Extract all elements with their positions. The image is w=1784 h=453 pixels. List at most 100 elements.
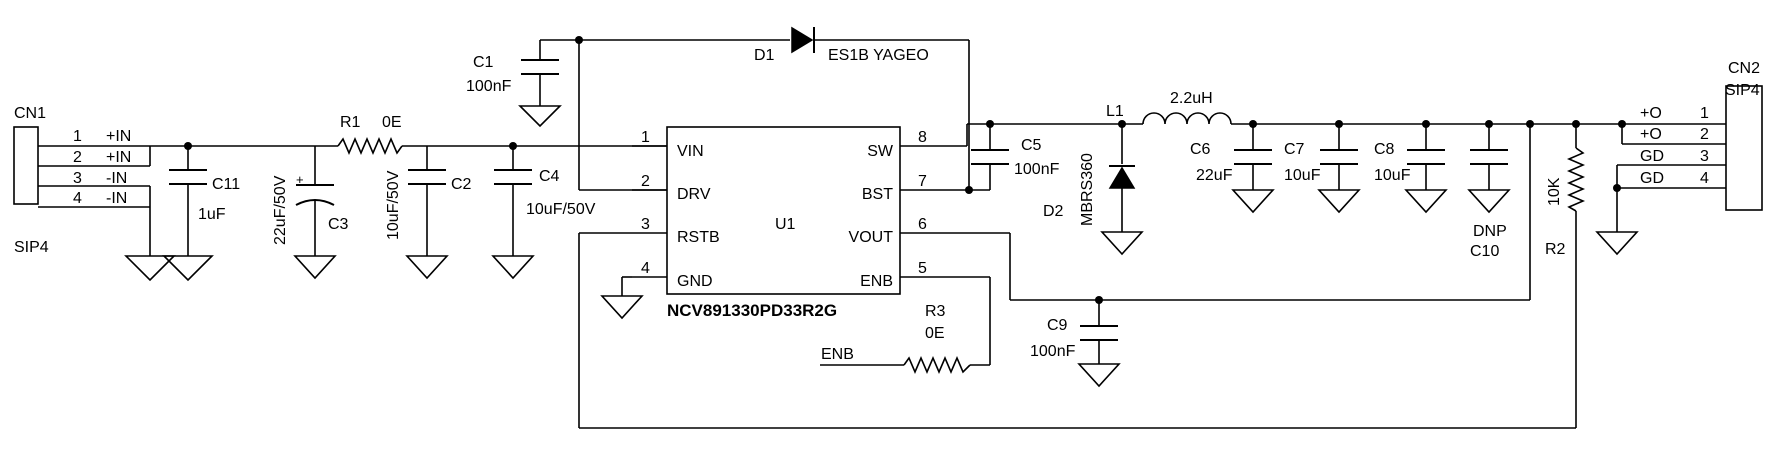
r2-value: 10K	[1546, 177, 1563, 206]
ground-symbol	[1595, 231, 1639, 256]
u1-pin-6-num: 6	[918, 216, 927, 233]
r2-ref: R2	[1545, 241, 1566, 258]
resistor-r2: 10K R2	[1545, 147, 1586, 258]
u1-pin-2-name: DRV	[677, 186, 711, 203]
u1-ref: U1	[775, 216, 796, 233]
c3-value: 22uF/50V	[272, 175, 289, 245]
u1-pin-7-num: 7	[918, 173, 927, 190]
u1-pin-8-num: 8	[918, 129, 927, 146]
l1-value: 2.2uH	[1170, 90, 1213, 107]
ground-symbol	[1467, 189, 1511, 214]
cn1-type: SIP4	[14, 239, 49, 256]
resistor-r1: R1 0E	[337, 114, 403, 156]
c5-value: 100nF	[1014, 161, 1060, 178]
c5-ref: C5	[1021, 137, 1042, 154]
ground-symbol	[518, 105, 562, 128]
capacitor-c3: + C3 22uF/50V	[272, 172, 349, 245]
cn2-net-2: +O	[1640, 126, 1662, 143]
c7-ref: C7	[1284, 141, 1305, 158]
cn1-net-2: +IN	[106, 149, 131, 166]
cn1-connector: CN1 SIP4 1 2 3 4 +IN +IN -IN -IN	[13, 105, 151, 256]
d2-value: MBRS360	[1079, 153, 1096, 226]
vout-rail	[1231, 120, 1626, 190]
c2-value: 10uF/50V	[385, 170, 402, 240]
d1-ref: D1	[754, 47, 775, 64]
capacitor-c6: C6 22uF	[1190, 141, 1272, 184]
u1-pin-8-name: SW	[867, 143, 894, 160]
ground-symbol	[491, 255, 535, 280]
u1-pin-5-num: 5	[918, 260, 927, 277]
ground-symbol	[1077, 363, 1121, 388]
c11-value: 1uF	[198, 206, 226, 223]
ground-symbol	[1317, 189, 1361, 214]
ground-symbol	[162, 255, 214, 282]
c4-ref: C4	[539, 168, 560, 185]
u1-pin-5-name: ENB	[860, 273, 893, 290]
capacitor-c1: C1 100nF	[466, 54, 559, 95]
cn1-net-1: +IN	[106, 128, 131, 145]
cn2-pin-3: 3	[1700, 148, 1709, 165]
capacitor-c4: C4 10uF/50V	[494, 168, 596, 218]
cn1-pin-2: 2	[73, 149, 82, 166]
ground-symbol	[124, 255, 176, 282]
c1-ref: C1	[473, 54, 494, 71]
c3-polarity: +	[296, 172, 304, 187]
capacitor-c5: C5 100nF	[971, 137, 1060, 178]
cn2-type: SIP4	[1725, 82, 1760, 99]
u1-pin-3-name: RSTB	[677, 229, 720, 246]
r3-value: 0E	[925, 325, 945, 342]
diode-d2: MBRS360 D2	[1043, 153, 1136, 226]
cn2-pin-1: 1	[1700, 105, 1709, 122]
c11-ref: C11	[212, 176, 240, 193]
inductor-l1: L1 2.2uH	[1106, 90, 1232, 125]
u1-gnd-net	[621, 276, 632, 296]
capacitor-c10: DNP C10	[1470, 149, 1508, 260]
enb-net	[820, 276, 991, 366]
ground-symbol	[1404, 189, 1448, 214]
u1-pin-2-num: 2	[641, 173, 650, 190]
r1-ref: R1	[340, 114, 361, 131]
vout-sense-net	[945, 124, 1531, 364]
cn1-pin-1: 1	[73, 128, 82, 145]
ground-symbol	[293, 255, 337, 280]
cn1-ref: CN1	[14, 105, 46, 122]
c9-value: 100nF	[1030, 343, 1076, 360]
resistor-r3: R3 0E ENB	[821, 303, 971, 375]
diode-d1: D1 ES1B YAGEO	[754, 26, 929, 64]
capacitor-c9: C9 100nF	[1030, 317, 1118, 360]
c7-value: 10uF	[1284, 167, 1321, 184]
cn2-net-3: GD	[1640, 148, 1664, 165]
u1-pin-4-name: GND	[677, 273, 713, 290]
u1-pin-6-name: VOUT	[849, 229, 894, 246]
cn2-net-4: GD	[1640, 170, 1664, 187]
c6-value: 22uF	[1196, 167, 1233, 184]
cn2-pin-4: 4	[1700, 170, 1709, 187]
capacitor-c8: C8 10uF	[1374, 141, 1445, 184]
c4-value: 10uF/50V	[526, 201, 596, 218]
u1-pin-1-num: 1	[641, 129, 650, 146]
c2-ref: C2	[451, 176, 472, 193]
capacitor-c11: C11 1uF	[169, 169, 240, 223]
c10-value: DNP	[1473, 223, 1507, 240]
sw-net	[945, 120, 1143, 232]
cn2-ref: CN2	[1728, 60, 1760, 77]
d1-value: ES1B YAGEO	[828, 47, 929, 64]
u1-pin-4-num: 4	[641, 260, 650, 277]
l1-ref: L1	[1106, 103, 1124, 120]
r1-value: 0E	[382, 114, 402, 131]
ground-symbol	[1100, 231, 1144, 256]
capacitor-c2: C2 10uF/50V	[385, 169, 472, 240]
cn2-pin-2: 2	[1700, 126, 1709, 143]
c8-value: 10uF	[1374, 167, 1411, 184]
c3-ref: C3	[328, 216, 349, 233]
r3-net-label: ENB	[821, 346, 854, 363]
ground-symbol	[405, 255, 449, 280]
c10-ref: C10	[1470, 243, 1499, 260]
r3-ref: R3	[925, 303, 946, 320]
ic-u1: 1 2 3 4 VIN DRV RSTB GND 8 7 6 5 SW BST …	[632, 126, 969, 320]
d2-ref: D2	[1043, 203, 1064, 220]
ground-symbol	[600, 295, 644, 320]
cn1-net-3: -IN	[106, 170, 127, 187]
c6-ref: C6	[1190, 141, 1211, 158]
